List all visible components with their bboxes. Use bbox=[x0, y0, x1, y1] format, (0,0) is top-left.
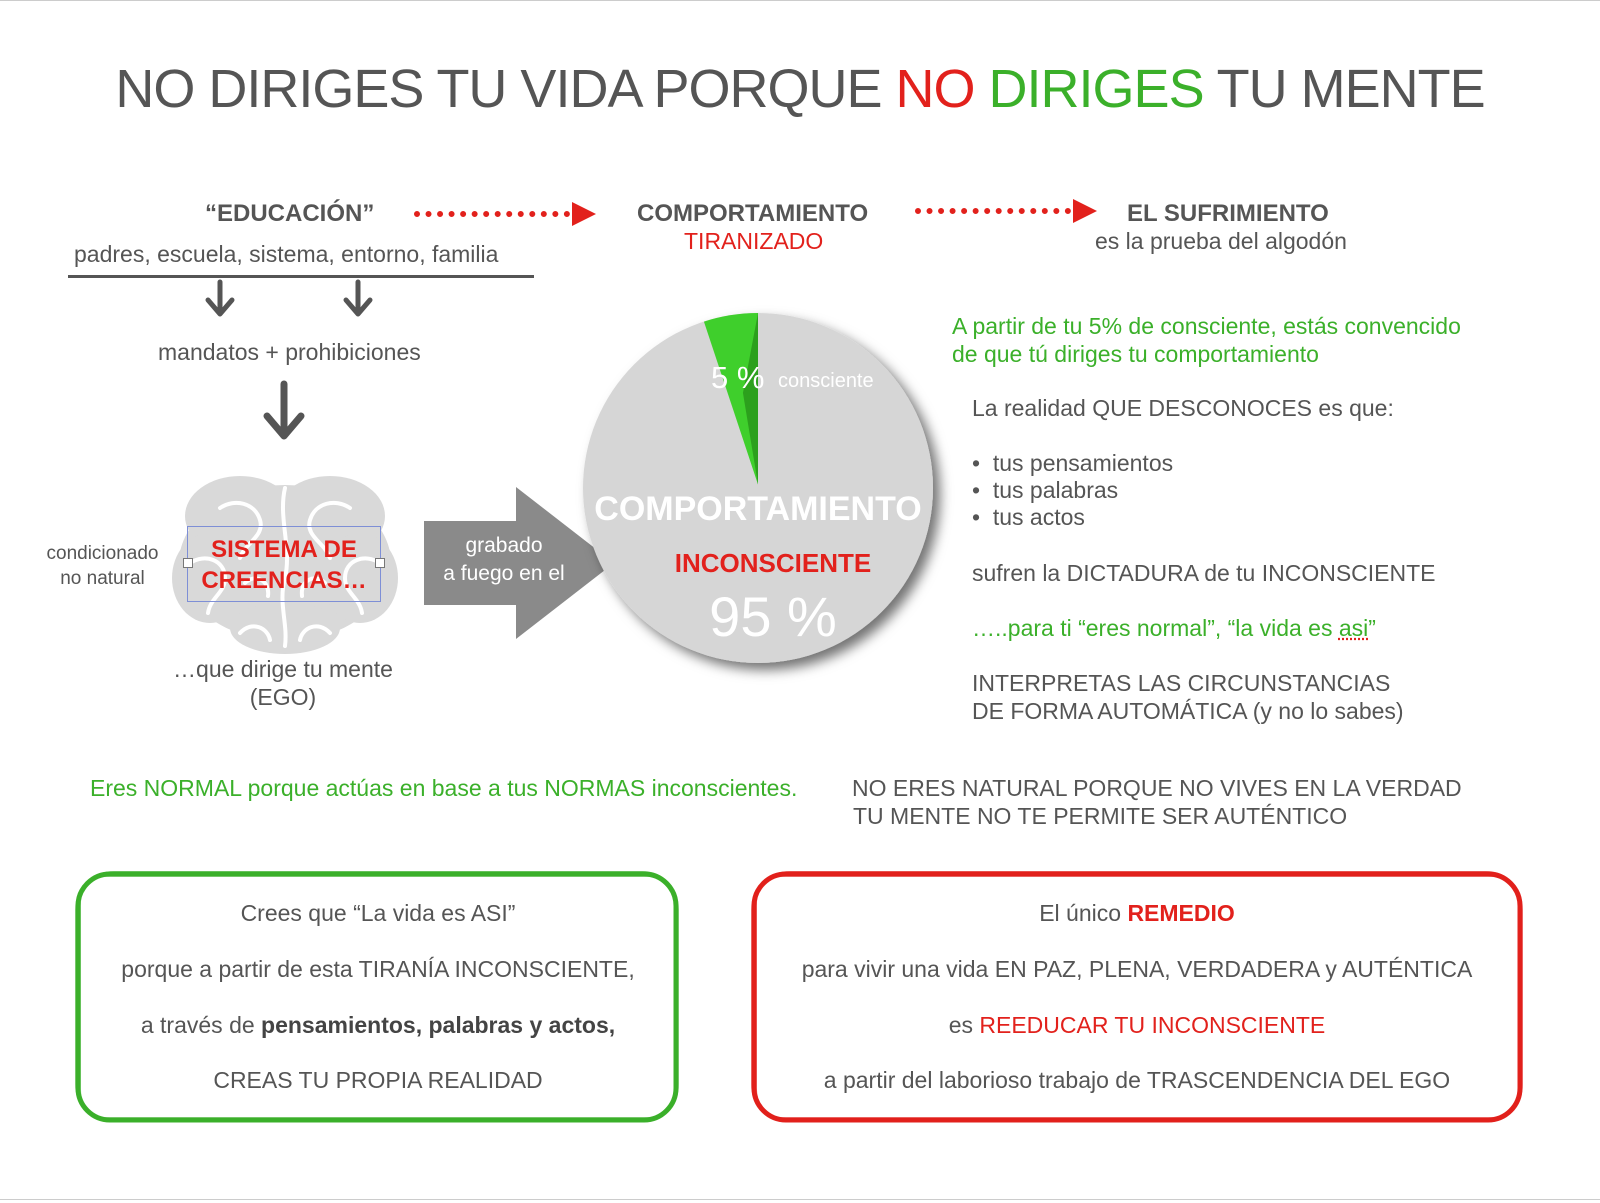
pie-inconsciente-value: 95 % bbox=[709, 585, 837, 648]
title-part-no: NO bbox=[895, 59, 976, 119]
pie-slice-shade bbox=[742, 313, 758, 485]
right-green-line-1: A partir de tu 5% de consciente, estás c… bbox=[952, 313, 1461, 339]
educacion-heading: “EDUCACIÓN” bbox=[205, 200, 375, 227]
pie-comportamiento-label: COMPORTAMIENTO bbox=[594, 490, 922, 528]
grabado-label: grabado a fuego en el bbox=[424, 532, 584, 588]
eres-normal-post: ” bbox=[1368, 615, 1376, 641]
condicionado-label: condicionado no natural bbox=[40, 541, 165, 591]
right-green-line-2: de que tú diriges tu comportamiento bbox=[952, 341, 1319, 367]
pie-consciente-value: 5 % bbox=[711, 360, 765, 395]
list-item: • tus pensamientos bbox=[972, 450, 1174, 476]
condicionado-line-1: condicionado bbox=[46, 543, 159, 564]
flow-arrow-1-head-icon bbox=[572, 202, 596, 226]
red-box-line-1: El único REMEDIO bbox=[754, 900, 1520, 927]
pie-inconsciente-label: INCONSCIENTE bbox=[674, 548, 872, 578]
grabado-line-1: grabado bbox=[465, 534, 543, 557]
green-box-line-3: a través de pensamientos, palabras y act… bbox=[78, 1012, 678, 1039]
natural-line-1: NO ERES NATURAL PORQUE NO VIVES EN LA VE… bbox=[852, 775, 1462, 801]
dictadura-label: sufren la DICTADURA de tu INCONSCIENTE bbox=[972, 560, 1436, 586]
bullet-list: • tus pensamientos • tus palabras • tus … bbox=[972, 450, 1173, 531]
interpretas-line-2: DE FORMA AUTOMÁTICA (y no lo sabes) bbox=[972, 698, 1404, 724]
sistema-line-2: CREENCIAS… bbox=[201, 567, 367, 594]
dirige-line-2: (EGO) bbox=[249, 684, 317, 710]
normal-statement: Eres NORMAL porque actúas en base a tus … bbox=[90, 775, 798, 801]
red-box-line-3-red: REEDUCAR TU INCONSCIENTE bbox=[979, 1012, 1326, 1038]
down-arrow-icon bbox=[343, 279, 373, 317]
eres-normal-pre: …..para ti “eres normal”, “la vida es bbox=[972, 615, 1339, 641]
educacion-subtitle: padres, escuela, sistema, entorno, famil… bbox=[74, 241, 499, 267]
bottom-rule bbox=[0, 1199, 1600, 1200]
pie-consciente-text: consciente bbox=[778, 370, 874, 392]
list-item: • tus palabras bbox=[972, 477, 1119, 503]
green-box-line-2: porque a partir de esta TIRANÍA INCONSCI… bbox=[121, 956, 635, 982]
grabado-line-2: a fuego en el bbox=[443, 562, 565, 585]
condicionado-line-2: no natural bbox=[60, 568, 145, 589]
red-box-line-1-bold: REMEDIO bbox=[1127, 900, 1235, 926]
educacion-underline bbox=[68, 275, 534, 278]
selection-handle-right[interactable] bbox=[375, 558, 385, 568]
green-box-line-1: Crees que “La vida es ASI” bbox=[240, 900, 516, 926]
grabado-arrow-icon bbox=[424, 487, 614, 639]
sistema-line-1: SISTEMA DE bbox=[211, 536, 357, 563]
dirige-label: …que dirige tu mente (EGO) bbox=[158, 655, 408, 711]
comportamiento-heading: COMPORTAMIENTO bbox=[637, 200, 869, 227]
interpretas-line-1: INTERPRETAS LAS CIRCUNSTANCIAS bbox=[972, 670, 1391, 696]
pie-slice-consciente bbox=[703, 313, 758, 485]
pie-slice-inconsciente bbox=[583, 313, 933, 663]
title-part-4: TU MENTE bbox=[1203, 59, 1486, 119]
selection-handle-left[interactable] bbox=[183, 558, 193, 568]
mandatos-label: mandatos + prohibiciones bbox=[158, 339, 421, 365]
flow-arrow-2-head-icon bbox=[1073, 199, 1097, 223]
natural-line-2: TU MENTE NO TE PERMITE SER AUTÉNTICO bbox=[853, 803, 1348, 829]
title-part-1: NO DIRIGES TU VIDA PORQUE bbox=[115, 59, 896, 119]
list-item: • tus actos bbox=[972, 504, 1085, 530]
flow-arrow-2-line bbox=[915, 208, 1071, 214]
top-rule bbox=[0, 0, 1600, 1]
green-box-frame bbox=[75, 871, 679, 1123]
dirige-line-1: …que dirige tu mente bbox=[173, 656, 393, 682]
title-part-diriges: DIRIGES bbox=[988, 59, 1205, 119]
red-box-line-2: para vivir una vida EN PAZ, PLENA, VERDA… bbox=[801, 956, 1473, 982]
bullet-text: tus actos bbox=[992, 504, 1085, 530]
green-box-line-4: CREAS TU PROPIA REALIDAD bbox=[213, 1067, 543, 1093]
down-arrow-icon bbox=[205, 279, 235, 317]
eres-normal-label: …..para ti “eres normal”, “la vida es as… bbox=[972, 615, 1376, 642]
red-box-line-3-pre: es bbox=[948, 1012, 980, 1038]
realidad-label: La realidad QUE DESCONOCES es que: bbox=[972, 395, 1394, 421]
red-box-frame bbox=[751, 871, 1523, 1123]
tiranizado-label: TIRANIZADO bbox=[684, 228, 824, 254]
red-box-line-4: a partir del laborioso trabajo de TRASCE… bbox=[823, 1067, 1451, 1093]
sufrimiento-heading: EL SUFRIMIENTO bbox=[1127, 200, 1329, 227]
large-down-arrow-icon bbox=[263, 380, 305, 440]
asi-spellcheck: asi bbox=[1338, 615, 1369, 641]
red-box-line-3: es REEDUCAR TU INCONSCIENTE bbox=[754, 1012, 1520, 1039]
sufrimiento-subtitle: es la prueba del algodón bbox=[1095, 228, 1347, 254]
bullet-text: tus pensamientos bbox=[992, 450, 1174, 476]
green-box-line-3-pre: a través de bbox=[140, 1012, 262, 1038]
pie-chart bbox=[583, 313, 933, 663]
sistema-creencias-label: SISTEMA DE CREENCIAS… bbox=[187, 534, 381, 596]
brain-icon bbox=[172, 476, 398, 654]
flow-arrow-1-line bbox=[414, 211, 570, 217]
bullet-text: tus palabras bbox=[992, 477, 1119, 503]
green-box-line-3-bold: pensamientos, palabras y actos, bbox=[261, 1012, 616, 1038]
page-title: NO DIRIGES TU VIDA PORQUE NO DIRIGES TU … bbox=[0, 58, 1600, 120]
red-box-line-1-pre: El único bbox=[1039, 900, 1128, 926]
